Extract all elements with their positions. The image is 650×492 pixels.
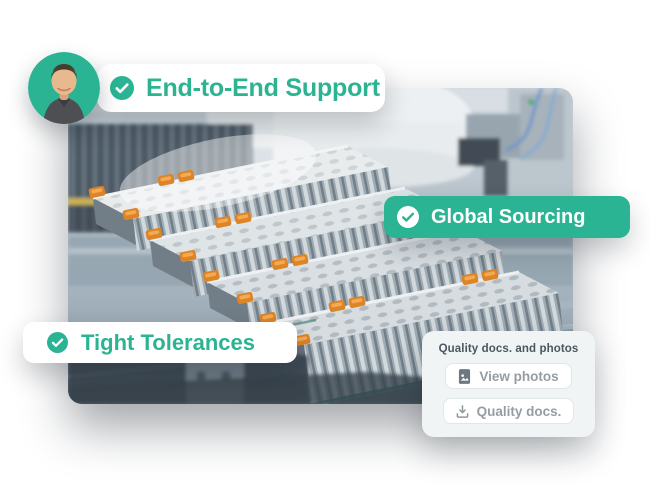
check-circle-icon	[110, 76, 134, 100]
view-photos-label: View photos	[479, 368, 559, 384]
badge-label: End-to-End Support	[146, 73, 380, 102]
check-circle-icon	[397, 206, 419, 228]
view-photos-button[interactable]: View photos	[445, 363, 572, 389]
quality-docs-button[interactable]: Quality docs.	[442, 398, 575, 424]
badge-end-to-end-support: End-to-End Support	[97, 64, 385, 112]
avatar	[28, 52, 100, 124]
badge-global-sourcing: Global Sourcing	[384, 196, 630, 238]
download-icon	[456, 404, 468, 418]
quality-card-title: Quality docs. and photos	[438, 343, 579, 355]
quality-docs-card: Quality docs. and photos View photos Qua…	[422, 331, 595, 437]
badge-tight-tolerances: Tight Tolerances	[23, 322, 297, 363]
badge-label: Tight Tolerances	[81, 329, 256, 355]
person-avatar-illustration	[28, 52, 100, 124]
image-file-icon	[459, 368, 471, 384]
badge-label: Global Sourcing	[431, 205, 586, 228]
check-circle-icon	[47, 332, 68, 353]
quality-docs-label: Quality docs.	[476, 403, 562, 419]
